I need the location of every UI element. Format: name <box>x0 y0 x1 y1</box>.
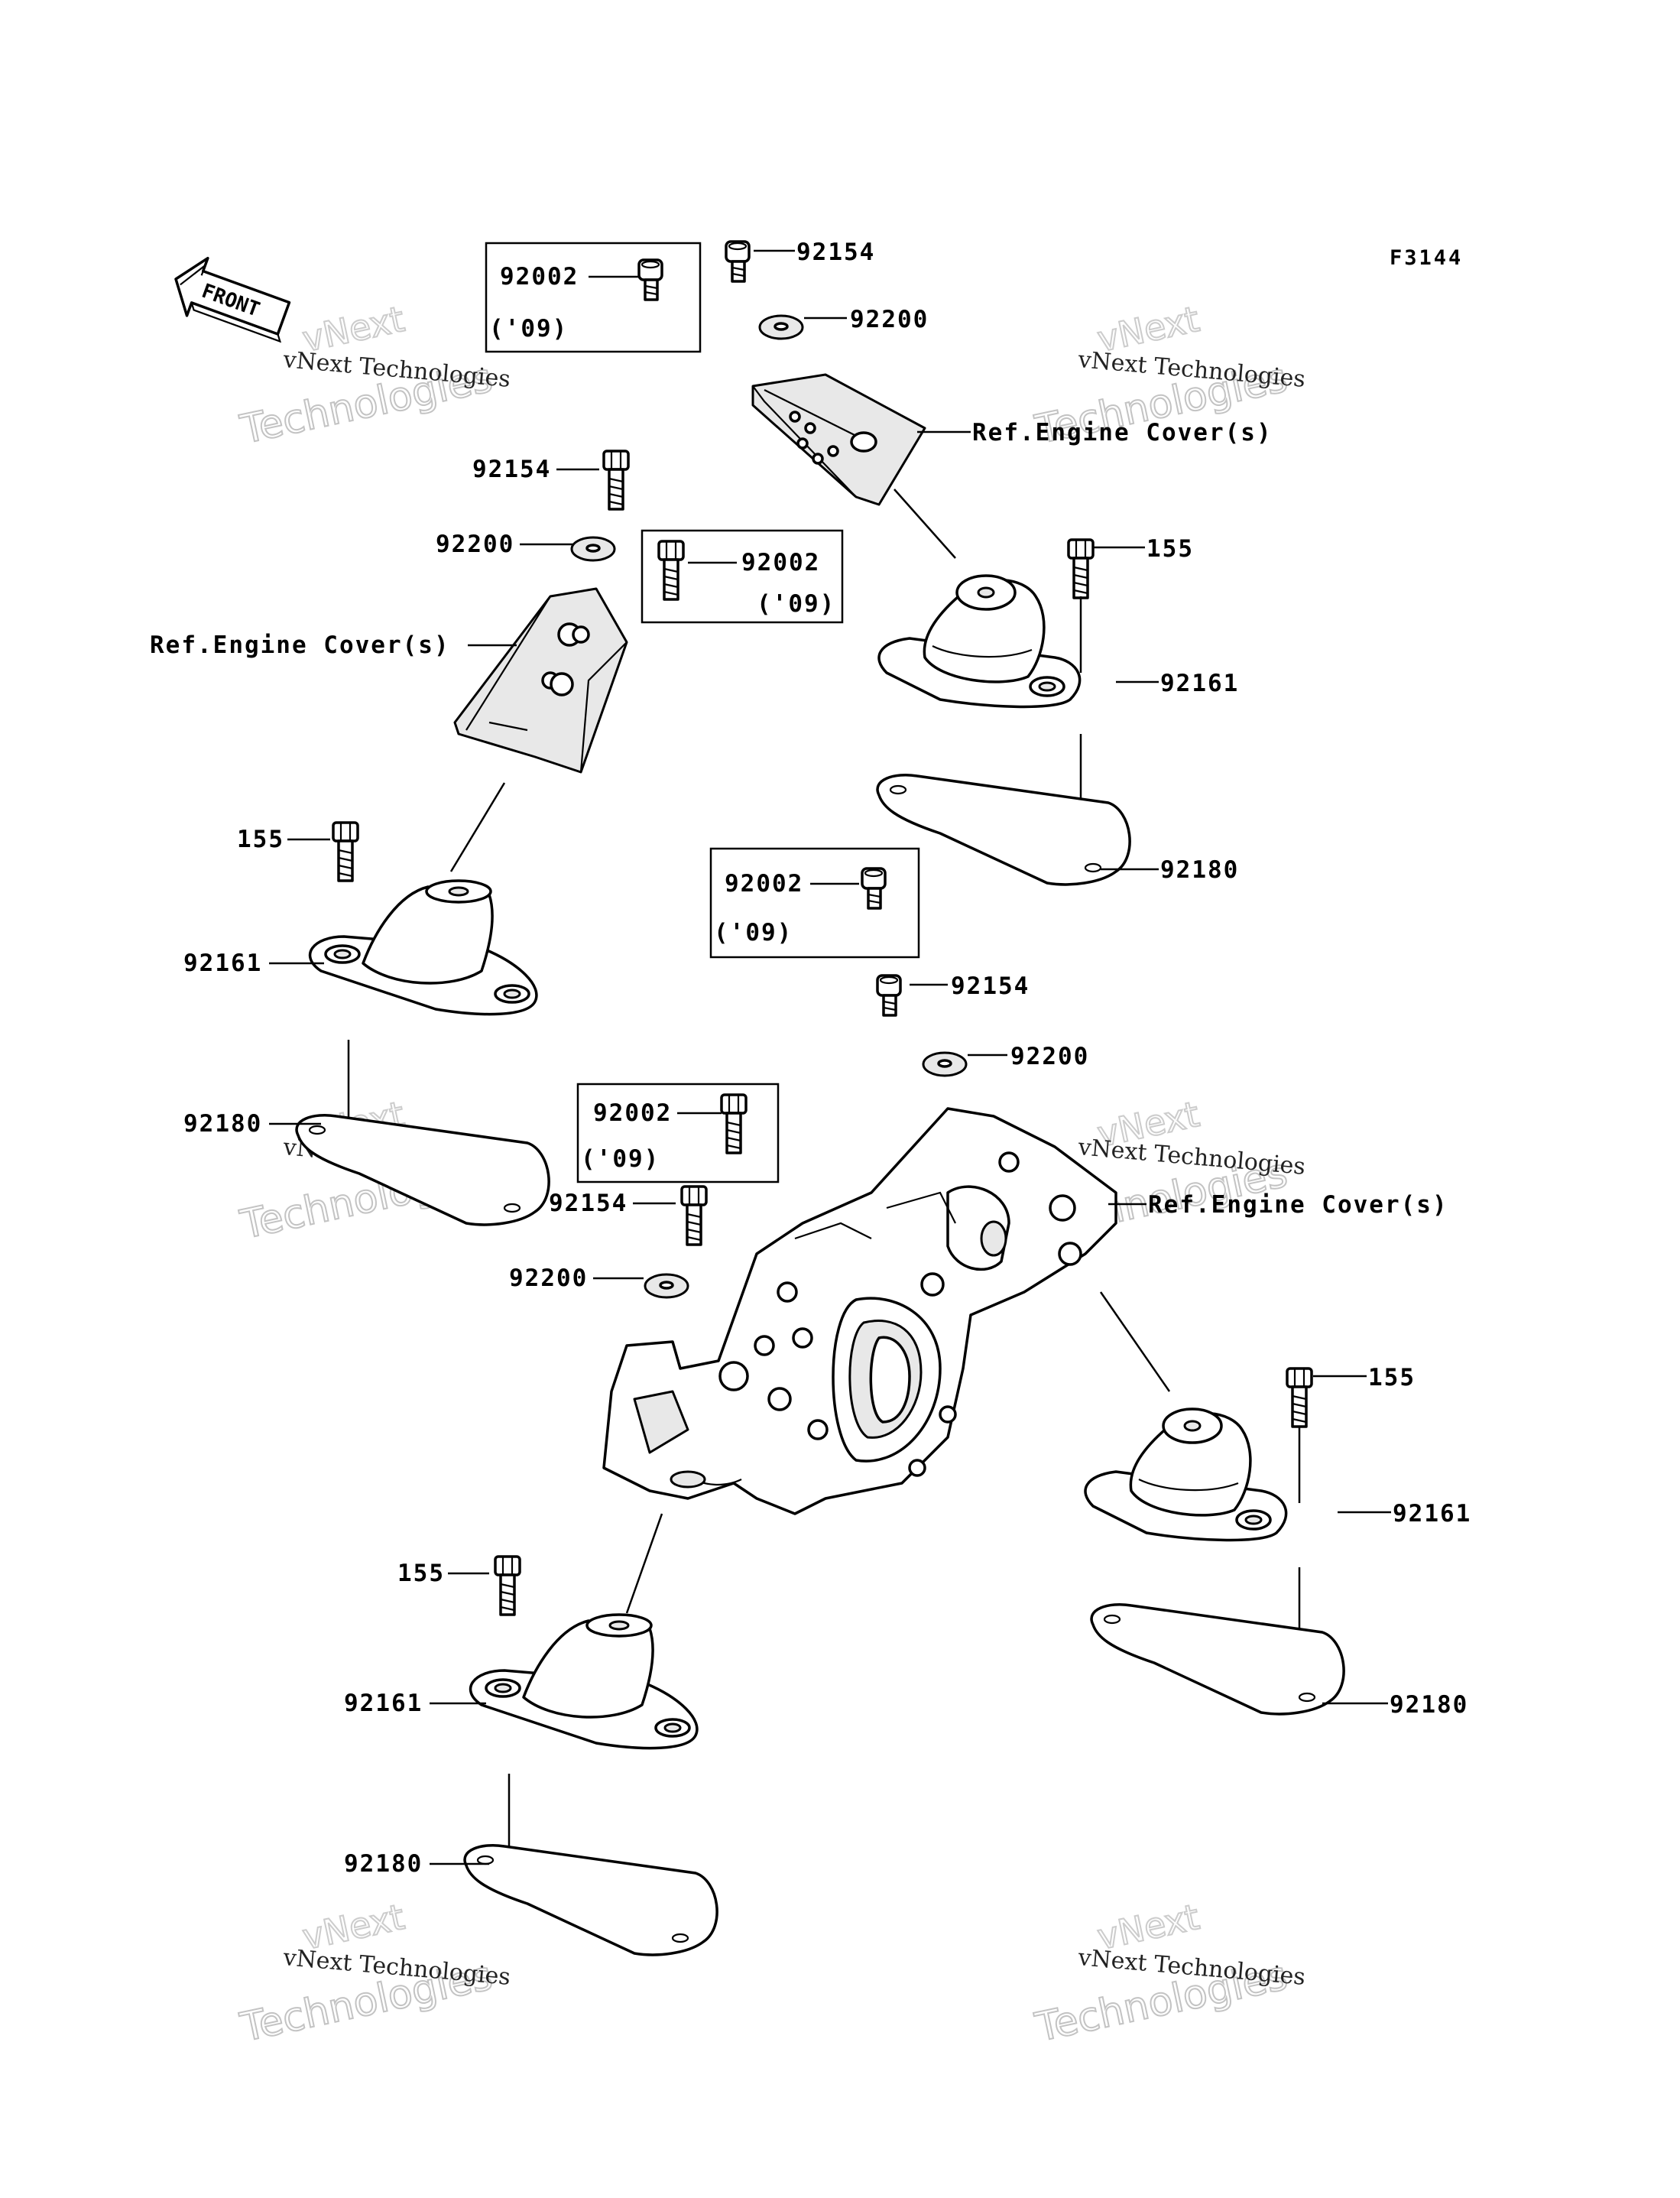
figure-code: F3144 <box>1390 246 1463 270</box>
part-label-92002-c: 92002 <box>725 870 803 898</box>
bolt-92002-a-icon <box>637 258 663 301</box>
part-label-92200-d: 92200 <box>509 1265 588 1292</box>
washer-92200-b-icon <box>570 536 616 562</box>
part-label-92154-a: 92154 <box>796 239 875 266</box>
watermark-bottom-left: vNext Technologies vNext Technologies <box>235 1895 511 2052</box>
bolt-155-c-icon <box>1286 1367 1313 1428</box>
bolt-92154-c-icon <box>876 974 902 1017</box>
bolt-92154-d-icon <box>680 1185 708 1246</box>
bolt-92154-b-icon <box>602 450 630 511</box>
engine-cover-bracket-a-icon <box>751 373 926 506</box>
bolt-92154-a-icon <box>725 240 751 283</box>
bolt-92002-b-icon <box>657 540 685 601</box>
part-label-155-c: 155 <box>1368 1364 1416 1391</box>
engine-cover-bracket-b-icon <box>453 587 628 774</box>
engine-mount-92161-d-icon <box>469 1613 699 1750</box>
front-arrow-icon: FRONT <box>174 256 291 343</box>
part-label-92002-a: 92002 <box>500 263 579 291</box>
washer-92200-c-icon <box>922 1051 968 1077</box>
year-label-c: ('09) <box>714 919 793 946</box>
part-label-92180-a: 92180 <box>1160 856 1239 884</box>
washer-92200-a-icon <box>758 314 804 340</box>
plate-92180-c-icon <box>1090 1602 1345 1716</box>
year-label-b: ('09) <box>757 590 835 618</box>
part-label-155-a: 155 <box>1146 535 1194 563</box>
watermark-bottom-right: vNext Technologies vNext Technologies <box>1030 1895 1306 2052</box>
part-label-92154-c: 92154 <box>951 972 1030 1000</box>
year-label-d: ('09) <box>581 1145 660 1173</box>
part-label-92200-c: 92200 <box>1010 1043 1089 1070</box>
bolt-155-b-icon <box>332 821 359 882</box>
part-label-92161-c: 92161 <box>1393 1500 1471 1528</box>
part-label-92002-d: 92002 <box>593 1099 672 1127</box>
plate-92180-d-icon <box>463 1843 718 1956</box>
part-label-92180-c: 92180 <box>1390 1691 1468 1719</box>
part-label-92154-d: 92154 <box>549 1190 628 1217</box>
part-label-92161-d: 92161 <box>344 1690 423 1717</box>
bolt-155-d-icon <box>494 1555 521 1616</box>
part-label-92180-d: 92180 <box>344 1850 423 1878</box>
callout-box-92002-a: 92002 ('09) <box>485 242 702 353</box>
bolt-92002-d-icon <box>720 1093 748 1154</box>
part-label-155-d: 155 <box>397 1560 445 1587</box>
ref-label-engine-cover-c: Ref.Engine Cover(s) <box>1148 1191 1448 1219</box>
ref-label-engine-cover-b: Ref.Engine Cover(s) <box>150 631 450 659</box>
washer-92200-d-icon <box>644 1273 689 1299</box>
part-label-92002-b: 92002 <box>741 549 820 576</box>
engine-crankcase-icon <box>602 1107 1117 1515</box>
callout-box-92002-b: 92002 ('09) <box>641 529 844 624</box>
plate-92180-a-icon <box>876 773 1131 886</box>
callout-box-92002-c: 92002 ('09) <box>709 847 920 959</box>
engine-mount-92161-a-icon <box>877 574 1082 709</box>
engine-mount-92161-c-icon <box>1084 1407 1288 1542</box>
bolt-155-a-icon <box>1067 538 1095 599</box>
part-label-92200-b: 92200 <box>436 531 514 558</box>
callout-box-92002-d: 92002 ('09) <box>576 1083 780 1183</box>
part-label-92180-b: 92180 <box>183 1110 262 1138</box>
part-label-92161-b: 92161 <box>183 950 262 977</box>
engine-mount-92161-b-icon <box>308 879 538 1016</box>
year-label-a: ('09) <box>489 315 568 343</box>
ref-label-engine-cover-a: Ref.Engine Cover(s) <box>972 419 1273 446</box>
part-label-92161-a: 92161 <box>1160 670 1239 697</box>
part-label-155-b: 155 <box>237 826 284 853</box>
part-label-92200-a: 92200 <box>850 306 929 333</box>
part-label-92154-b: 92154 <box>472 456 551 483</box>
bolt-92002-c-icon <box>861 867 887 910</box>
